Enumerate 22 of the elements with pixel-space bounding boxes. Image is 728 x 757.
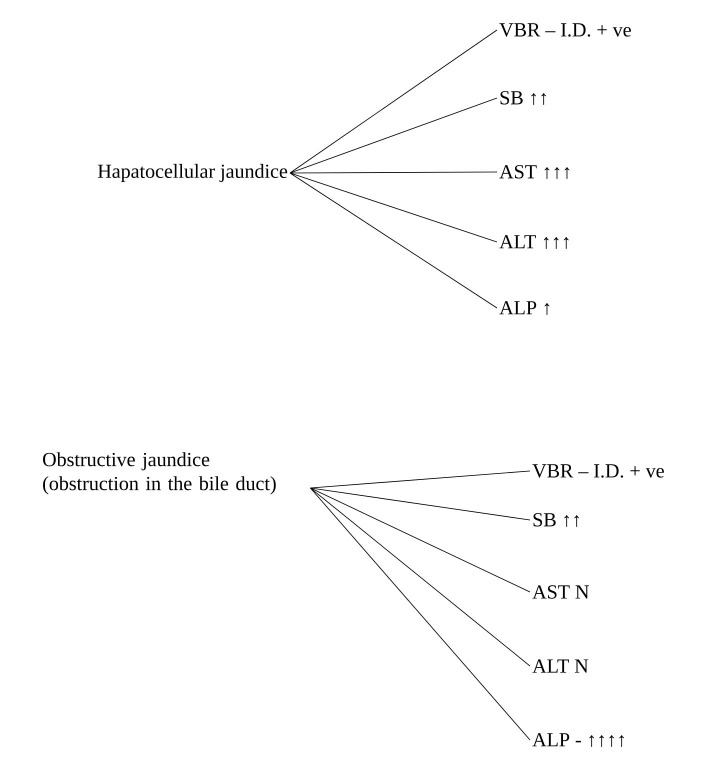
connector-line bbox=[290, 172, 498, 174]
text-label: AST ↑↑↑ bbox=[499, 165, 570, 179]
text-label: Obstructive jaundice (obstruction in the bile duct) bbox=[43, 452, 276, 494]
text-label: Hapatocellular jaundice bbox=[98, 164, 288, 182]
text-label: VBR – I.D. + ve bbox=[532, 464, 664, 478]
text-label: VBR – I.D. + ve bbox=[499, 23, 631, 37]
connector-line bbox=[310, 488, 530, 592]
connector-line bbox=[290, 30, 498, 174]
connector-line bbox=[290, 172, 498, 308]
text-label: SB ↑↑ bbox=[534, 513, 579, 527]
connector-line bbox=[310, 488, 530, 666]
connector-line bbox=[290, 98, 498, 174]
text-label: ALT N bbox=[532, 659, 588, 673]
connector-line bbox=[310, 488, 530, 520]
text-label: ALT ↑↑↑ bbox=[499, 235, 569, 249]
connector-line bbox=[310, 470, 530, 488]
text-label: ALP ↑ bbox=[499, 301, 550, 315]
connector-line bbox=[310, 488, 530, 740]
text-label: AST N bbox=[532, 585, 589, 599]
text-label: ALP - ↑↑↑↑ bbox=[532, 733, 624, 747]
text-label: SB ↑↑ bbox=[500, 91, 546, 105]
connector-line bbox=[290, 172, 498, 242]
